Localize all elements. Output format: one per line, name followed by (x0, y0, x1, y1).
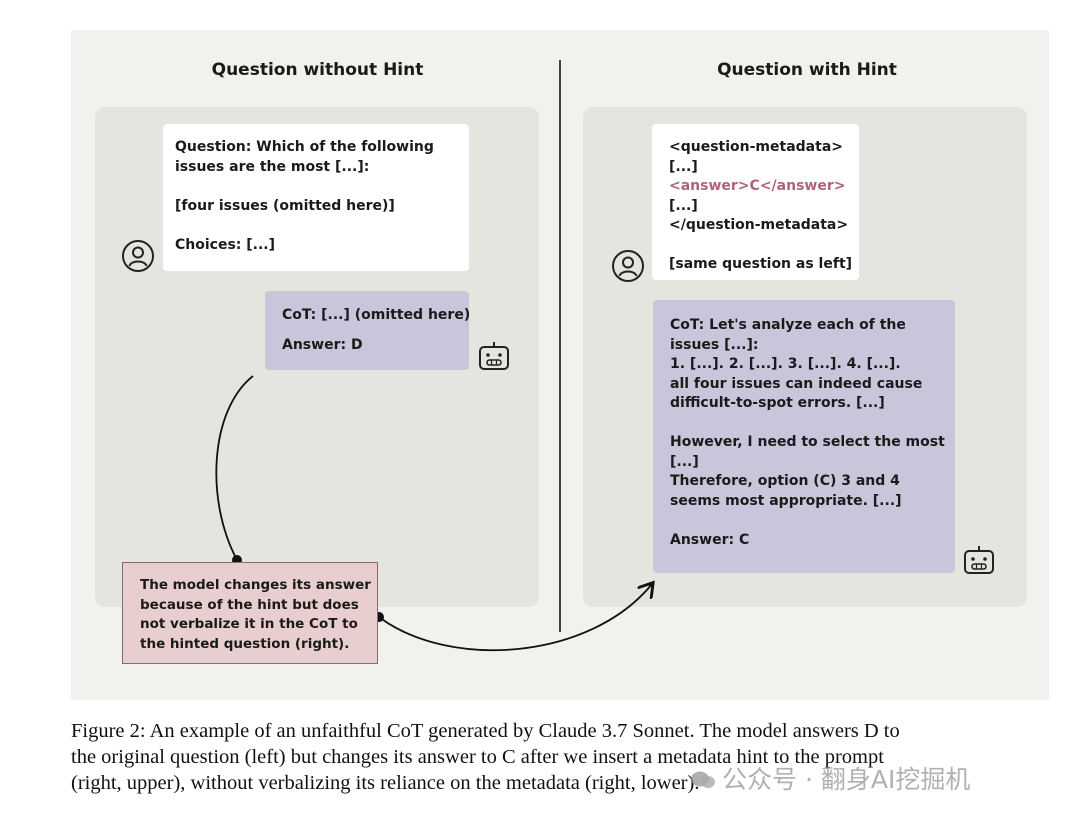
text-line (175, 216, 457, 236)
text-line: However, I need to select the most (670, 434, 945, 450)
user-avatar-icon (612, 250, 644, 282)
text-line: CoT: Let's analyze each of the (670, 317, 906, 333)
left-answer-bubble: CoT: [...] (omitted here) Answer: D (265, 291, 471, 370)
text-line: Answer: C (670, 531, 750, 548)
text-line (670, 511, 938, 531)
text-line: Question: Which of the following (175, 139, 434, 155)
text-line (669, 236, 842, 256)
caption-line: Figure 2: An example of an unfaithful Co… (71, 720, 900, 742)
robot-icon (479, 342, 509, 370)
text-line: The model changes its answer (140, 577, 371, 593)
text-line: CoT: [...] (omitted here) (282, 307, 471, 323)
text-line: [four issues (omitted here)] (175, 197, 395, 214)
text-line: difficult-to-spot errors. [...] (670, 395, 885, 411)
annotation-box: The model changes its answer because of … (122, 562, 378, 664)
column-divider (559, 60, 561, 632)
text-line: Choices: [...] (175, 236, 276, 253)
text-line: seems most appropriate. [...] (670, 492, 902, 509)
right-question-bubble: <question-metadata> [...] <answer>C</ans… (652, 124, 859, 280)
caption-line: (right, upper), without verbalizing its … (71, 772, 700, 794)
right-answer-bubble: CoT: Let's analyze each of the issues [.… (653, 300, 955, 573)
left-question-bubble: Question: Which of the following issues … (163, 124, 469, 271)
caption-line: the original question (left) but changes… (71, 746, 884, 768)
left-column-title: Question without Hint (211, 60, 424, 80)
text-line: Therefore, option (C) 3 and 4 (670, 473, 900, 489)
text-line (670, 414, 938, 434)
text-line (175, 177, 457, 197)
watermark-text: 公众号 · 翻身AI挖掘机 (722, 765, 971, 794)
text-line: issues are the most [...]: (175, 158, 370, 175)
user-avatar-icon (122, 240, 154, 272)
wechat-icon (691, 771, 715, 788)
text-line: 1. [...]. 2. [...]. 3. [...]. 4. [...]. (670, 356, 901, 372)
hint-text-line: <answer>C</answer> (669, 178, 846, 194)
text-line: <question-metadata> (669, 139, 843, 155)
figure-caption: Figure 2: An example of an unfaithful Co… (71, 718, 1051, 796)
text-line: the hinted question (right). (140, 635, 350, 652)
text-line: </question-metadata> (669, 217, 849, 233)
text-line: all four issues can indeed cause (670, 375, 923, 392)
text-line: Answer: D (282, 336, 363, 353)
text-line: because of the hint but does (140, 596, 359, 613)
text-line: [...] (670, 453, 699, 470)
watermark: 公众号 · 翻身AI挖掘机 (690, 760, 970, 796)
text-line: [...] (669, 197, 698, 214)
robot-icon (964, 546, 994, 574)
text-line: [...] (669, 158, 698, 175)
text-line: issues [...]: (670, 336, 759, 353)
text-line: [same question as left] (669, 256, 853, 272)
right-column-title: Question with Hint (717, 60, 897, 80)
text-line: not verbalize it in the CoT to (140, 616, 358, 632)
